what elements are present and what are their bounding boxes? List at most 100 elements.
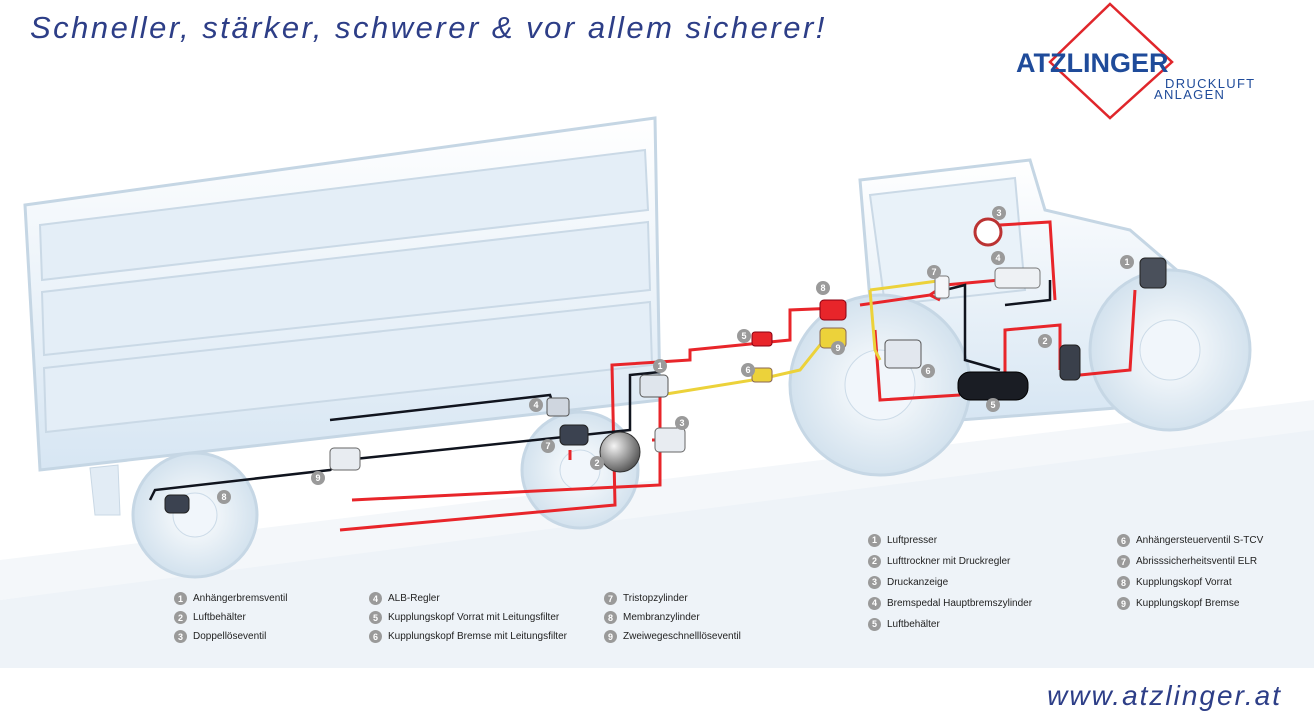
legend-number-badge: 9 bbox=[604, 630, 617, 643]
air-tank-sphere bbox=[599, 431, 641, 473]
badge-tractor-6: 6 bbox=[921, 364, 935, 378]
legend-number-badge: 4 bbox=[868, 597, 881, 610]
alb-regulator bbox=[546, 397, 570, 417]
svg-text:2: 2 bbox=[594, 458, 599, 468]
svg-text:5: 5 bbox=[990, 400, 995, 410]
legend-label: Bremspedal Hauptbremszylinder bbox=[887, 598, 1033, 609]
slogan-heading: Schneller, stärker, schwerer & vor allem… bbox=[30, 10, 827, 45]
legend-item: 4 ALB-Regler bbox=[369, 589, 567, 608]
legend-label: Abrisssicherheitsventil ELR bbox=[1136, 556, 1258, 567]
double-release-valve bbox=[654, 427, 686, 453]
legend-item: 4 Bremspedal Hauptbremszylinder bbox=[868, 593, 1032, 614]
legend-label: Doppellöseventil bbox=[193, 631, 267, 642]
legend-label: ALB-Regler bbox=[388, 593, 440, 604]
legend-item: 6 Anhängersteuerventil S-TCV bbox=[1117, 530, 1263, 551]
air-compressor bbox=[1139, 257, 1167, 289]
legend-label: Kupplungskopf Bremse mit Leitungsfilter bbox=[388, 631, 567, 642]
components bbox=[164, 217, 1167, 514]
svg-text:7: 7 bbox=[931, 267, 936, 277]
logo-line2: ANLAGEN bbox=[1154, 87, 1225, 102]
badge-tractor-7: 7 bbox=[927, 265, 941, 279]
trailer-brake-valve bbox=[639, 374, 669, 398]
svg-text:7: 7 bbox=[545, 441, 550, 451]
tristop-cylinder bbox=[559, 424, 589, 446]
legend-number-badge: 5 bbox=[868, 618, 881, 631]
svg-text:1: 1 bbox=[1124, 257, 1129, 267]
svg-text:1: 1 bbox=[657, 361, 662, 371]
diagram-badges: 1 2 3 4 5 6 7 8 9 1 2 3 4 5 6 7 8 9 bbox=[217, 206, 1134, 504]
air-dryer bbox=[1059, 344, 1081, 381]
badge-trailer-1: 1 bbox=[653, 359, 667, 373]
legend-label: Luftpresser bbox=[887, 535, 938, 546]
quick-release-valve bbox=[329, 447, 361, 471]
badge-tractor-4: 4 bbox=[991, 251, 1005, 265]
legend-number-badge: 8 bbox=[604, 611, 617, 624]
membrane-cylinder bbox=[164, 494, 190, 514]
legend-number-badge: 4 bbox=[369, 592, 382, 605]
svg-text:6: 6 bbox=[925, 366, 930, 376]
legend-number-badge: 8 bbox=[1117, 576, 1130, 589]
legend-number-badge: 6 bbox=[1117, 534, 1130, 547]
ground-shadow bbox=[0, 400, 1314, 600]
svg-text:5: 5 bbox=[741, 331, 746, 341]
legend-label: Lufttrockner mit Druckregler bbox=[887, 556, 1011, 567]
legend-label: Kupplungskopf Bremse bbox=[1136, 598, 1240, 609]
legend-label: Luftbehälter bbox=[887, 619, 940, 630]
trailer-body bbox=[23, 116, 662, 516]
legend-number-badge: 5 bbox=[369, 611, 382, 624]
badge-tractor-3: 3 bbox=[992, 206, 1006, 220]
legend-item: 5 Kupplungskopf Vorrat mit Leitungsfilter bbox=[369, 608, 567, 627]
legend-number-badge: 7 bbox=[604, 592, 617, 605]
tractor-body bbox=[788, 158, 1252, 477]
coupling-head-brake-filter bbox=[751, 367, 773, 383]
air-reservoir-tank bbox=[957, 371, 1029, 401]
trailer-control-valve bbox=[884, 339, 922, 369]
website-link[interactable]: www.atzlinger.at bbox=[1047, 680, 1282, 711]
badge-tractor-9: 9 bbox=[831, 341, 845, 355]
badge-trailer-3: 3 bbox=[675, 416, 689, 430]
logo-line1: DRUCKLUFT bbox=[1165, 76, 1255, 91]
logo-diamond bbox=[1048, 2, 1174, 120]
legend-label: Zweiwegeschnelllöseventil bbox=[623, 631, 741, 642]
trailer-legend-col2: 4 ALB-Regler 5 Kupplungskopf Vorrat mit Le… bbox=[369, 589, 567, 646]
badge-trailer-9: 9 bbox=[311, 471, 325, 485]
atzlinger-logo[interactable]: ATZLINGER DRUCKLUFT ANLAGEN bbox=[1012, 2, 1272, 122]
legend-label: Kupplungskopf Vorrat bbox=[1136, 577, 1232, 588]
badge-tractor-2: 2 bbox=[1038, 334, 1052, 348]
svg-text:3: 3 bbox=[996, 208, 1001, 218]
legend-item: 3 Doppellöseventil bbox=[174, 627, 288, 646]
legend-item: 2 Luftbehälter bbox=[174, 608, 288, 627]
svg-text:9: 9 bbox=[315, 473, 320, 483]
legend-label: Kupplungskopf Vorrat mit Leitungsfilter bbox=[388, 612, 560, 623]
svg-text:3: 3 bbox=[679, 418, 684, 428]
legend-number-badge: 6 bbox=[369, 630, 382, 643]
badge-trailer-7: 7 bbox=[541, 439, 555, 453]
legend-number-badge: 2 bbox=[174, 611, 187, 624]
badge-trailer-8: 8 bbox=[217, 490, 231, 504]
legend-number-badge: 7 bbox=[1117, 555, 1130, 568]
svg-text:2: 2 bbox=[1042, 336, 1047, 346]
svg-text:6: 6 bbox=[745, 365, 750, 375]
svg-text:8: 8 bbox=[820, 283, 825, 293]
legend-label: Anhängerbremsventil bbox=[193, 593, 288, 604]
legend-number-badge: 9 bbox=[1117, 597, 1130, 610]
legend-label: Luftbehälter bbox=[193, 612, 246, 623]
badge-trailer-6: 6 bbox=[741, 363, 755, 377]
svg-text:4: 4 bbox=[995, 253, 1000, 263]
pressure-gauge bbox=[973, 217, 1003, 247]
badge-tractor-5: 5 bbox=[986, 398, 1000, 412]
logo-name: ATZLINGER bbox=[1016, 48, 1168, 78]
legend-number-badge: 1 bbox=[174, 592, 187, 605]
legend-item: 7 Abrisssicherheitsventil ELR bbox=[1117, 551, 1263, 572]
svg-text:8: 8 bbox=[221, 492, 226, 502]
legend-label: Anhängersteuerventil S-TCV bbox=[1136, 535, 1264, 546]
legend-number-badge: 3 bbox=[174, 630, 187, 643]
